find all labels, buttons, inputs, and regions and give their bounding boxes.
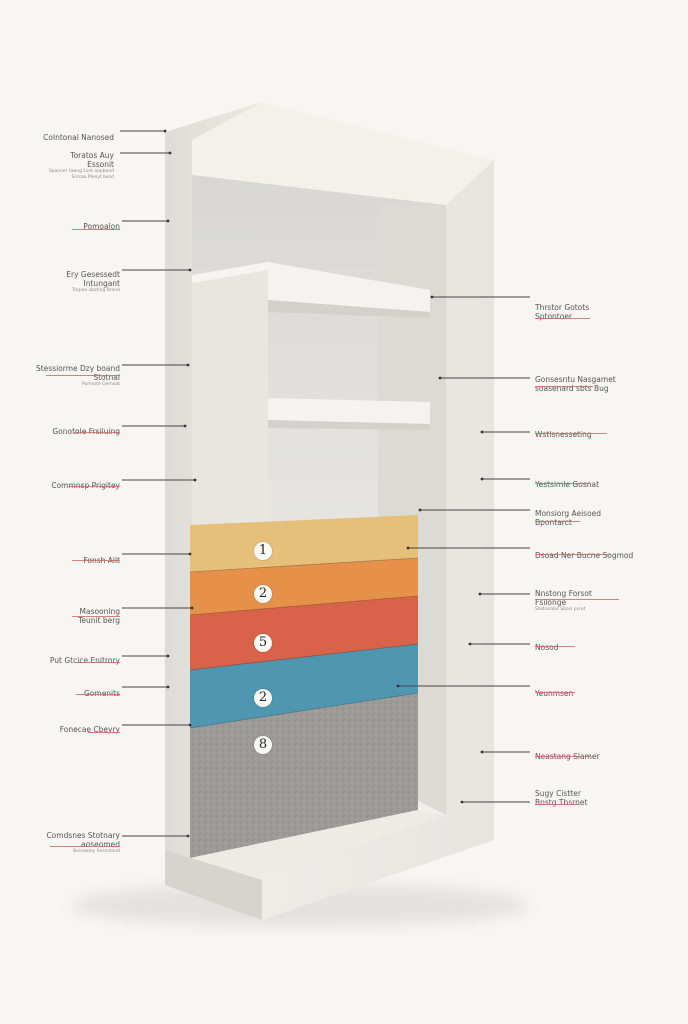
left-underline-13 <box>50 846 120 847</box>
left-callout-12: Fonecae Cbeyry <box>10 716 120 734</box>
left-callout-13: Comdsnes Stotnary aoseomed Beinaeloy hos… <box>10 822 120 864</box>
right-callout-11: Sugy Cistter Bnstg Tbsrnet <box>535 780 655 807</box>
layer-5-red <box>190 596 418 670</box>
left-callout-9-text: Masooning Teunit berg <box>78 607 120 625</box>
left-underline-10 <box>76 662 120 663</box>
layer-2-blue <box>190 644 418 728</box>
left-callout-1: Colntonal Nanosed <box>4 124 114 142</box>
right-callout-5: Monsiorg Aeisoed Bpontarct <box>535 500 655 527</box>
right-underline-4 <box>535 483 590 484</box>
left-callout-7-text: Commnsp Prigitey <box>51 481 120 490</box>
left-callout-13-text: Comdsnes Stotnary aoseomed <box>46 831 120 849</box>
right-callout-10: Neastang Slamer <box>535 743 655 761</box>
left-underline-8 <box>72 560 120 561</box>
right-callout-4: Yestsimle Gosnat <box>535 471 655 489</box>
left-callout-6-text: Gonotole Frsiluing <box>52 427 120 436</box>
right-callout-2: Gonsesntu Nasgamet soasenard sbts Bug <box>535 366 665 393</box>
right-leader-lines <box>398 296 530 803</box>
right-callout-2-text: Gonsesntu Nasgamet soasenard sbts Bug <box>535 375 616 393</box>
layer-badge-2: 2 <box>254 585 272 603</box>
right-underline-7 <box>535 599 619 600</box>
layer-badge-4: 2 <box>254 689 272 707</box>
left-callout-11: Gomenits <box>10 680 120 698</box>
right-underline-11 <box>535 804 580 805</box>
left-callout-2-sub: Spaoner taeng Lsnt aepbend Srcsaa Pleoyt… <box>48 169 114 180</box>
right-callout-9: Yeunmsen <box>535 680 655 698</box>
right-callout-6: Dsoad Ner Bucne Sogmod <box>535 542 675 560</box>
left-callout-3: Pomoalon <box>10 213 120 231</box>
right-underline-9 <box>535 692 575 693</box>
left-underline-5 <box>46 375 120 376</box>
shelf-2-top <box>268 398 430 424</box>
left-underline-9 <box>72 616 120 617</box>
left-callout-5-sub: Pomrote Gemoat <box>81 382 120 387</box>
layer-8-gray <box>190 693 418 858</box>
right-callout-3: Wstlsnesseting <box>535 421 655 439</box>
right-callout-9-text: Yeunmsen <box>535 689 574 698</box>
right-callout-11-text: Sugy Cistter Bnstg Tbsrnet <box>535 789 588 807</box>
layer-1-yellow <box>190 515 418 572</box>
left-underline-7 <box>70 486 120 487</box>
left-underline-12 <box>88 732 120 733</box>
right-callout-8-text: Nosod <box>535 643 559 652</box>
left-callout-11-text: Gomenits <box>84 689 120 698</box>
left-leader-lines <box>120 130 195 837</box>
layer-badge-3: 5 <box>254 634 272 652</box>
left-callout-5-text: Stessiorme Dzy boand Stotnal <box>35 364 120 382</box>
right-callout-5-text: Monsiorg Aeisoed Bpontarct <box>535 509 602 527</box>
left-callout-2-text: Toratos Auy Essonit <box>70 151 114 169</box>
left-callout-10-text: Put Gtcice Enitrory <box>49 656 120 665</box>
left-underline-11 <box>76 694 120 695</box>
right-underline-6 <box>535 554 610 555</box>
leader-dots <box>163 129 484 838</box>
right-callout-1: Thrstor Gotots Sptontoer <box>535 294 655 321</box>
shelf-1-top <box>268 262 430 312</box>
right-callout-3-text: Wstlsnesseting <box>535 430 592 439</box>
left-callout-4-text: Ery Gesessedt Intungant <box>66 270 120 288</box>
left-underline-6 <box>74 432 120 433</box>
left-callout-5: Stessiorme Dzy boand Stotnal Pomrote Gem… <box>0 355 120 397</box>
left-callout-1-text: Colntonal Nanosed <box>43 133 114 142</box>
right-underline-10 <box>535 756 590 757</box>
left-callout-8: Fonsh Alit <box>10 547 120 565</box>
left-callout-2: Toratos Auy Essonit Spaoner taeng Lsnt a… <box>4 142 114 190</box>
shelf-1-front <box>268 300 430 318</box>
material-layers <box>189 515 419 858</box>
right-callout-6-text: Dsoad Ner Bucne Sogmod <box>535 551 634 560</box>
right-callout-7-text: Nnstong Forsot Fsilonge <box>535 589 592 607</box>
right-callout-4-text: Yestsimle Gosnat <box>535 480 600 489</box>
layer-badge-1: 1 <box>254 542 272 560</box>
left-callout-10: Put Gtcice Enitrory <box>10 647 120 665</box>
layer-badge-5: 8 <box>254 736 272 754</box>
right-underline-8 <box>535 646 575 647</box>
right-underline-3 <box>535 433 607 434</box>
right-callout-7-sub: Sbstonabe Sbasi pcret <box>535 607 586 612</box>
front-frame-block <box>192 262 268 530</box>
right-callout-7: Nnstong Forsot Fsilonge Sbstonabe Sbasi … <box>535 580 655 622</box>
left-callout-4-sub: Torpoo sboting Brond <box>72 288 120 293</box>
right-underline-5 <box>535 521 580 522</box>
right-underline-2 <box>535 386 593 387</box>
top-cap <box>192 102 494 205</box>
right-callout-8: Nosod <box>535 634 655 652</box>
bottom-ledge-top <box>165 810 446 880</box>
right-callout-1-text: Thrstor Gotots Sptontoer <box>535 303 590 321</box>
left-underline-3 <box>72 229 120 230</box>
left-callout-6: Gonotole Frsiluing <box>10 418 120 436</box>
left-callout-12-text: Fonecae Cbeyry <box>59 725 120 734</box>
left-callout-3-text: Pomoalon <box>83 222 120 231</box>
bottom-ledge-front <box>165 850 262 920</box>
front-frame-block-top <box>192 262 268 283</box>
shelf-2-front <box>268 420 430 430</box>
left-callout-13-sub: Beinaeloy hosnstond <box>73 849 120 854</box>
left-callout-9: Masooning Teunit berg <box>10 598 120 625</box>
left-callout-4: Ery Gesessedt Intungant Torpoo sboting B… <box>10 261 120 303</box>
right-underline-1 <box>535 318 590 319</box>
left-callout-7: Commnsp Prigitey <box>10 472 120 490</box>
